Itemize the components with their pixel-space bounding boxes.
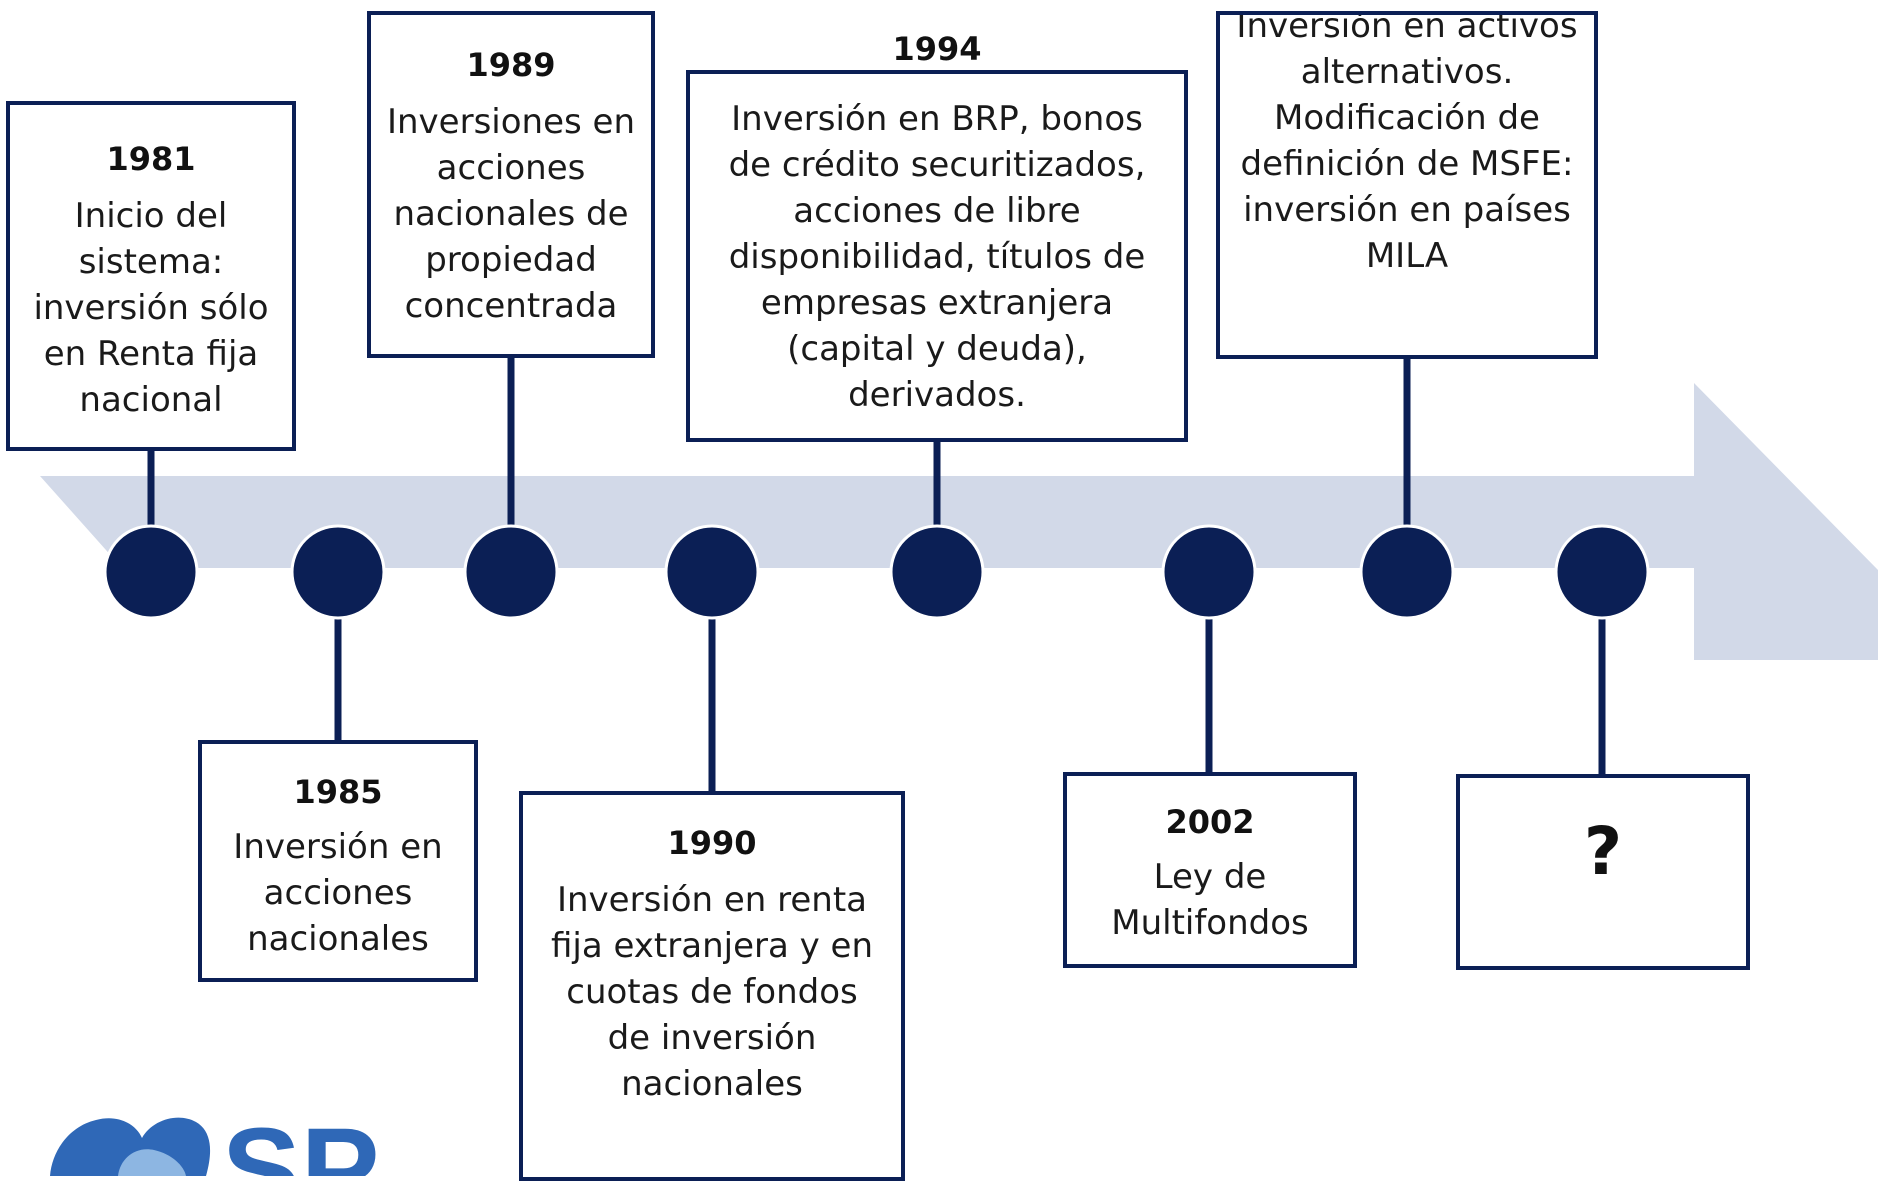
timeline-node-6 xyxy=(1161,524,1257,620)
event-year: 1981 xyxy=(106,140,196,178)
timeline-node-7 xyxy=(1359,524,1455,620)
event-box-1990: 1990 Inversión en renta fija extranjera … xyxy=(519,791,905,1181)
timeline-node-1 xyxy=(103,524,199,620)
event-box-1981: 1981 Inicio del sistema: inversión sólo … xyxy=(6,101,296,451)
timeline-node-8 xyxy=(1554,524,1650,620)
event-year: 1985 xyxy=(293,773,383,811)
logo: SP xyxy=(50,1104,379,1176)
timeline-arrow xyxy=(40,383,1878,660)
event-description: Inicio del sistema: inversión sólo en Re… xyxy=(33,196,269,420)
event-description: Inversión en renta fija extranjera y en … xyxy=(550,880,874,1104)
timeline-nodes xyxy=(103,524,1650,620)
event-year-1994: 1994 xyxy=(892,30,982,68)
logo-hand-icon xyxy=(118,1149,186,1176)
event-year: 1990 xyxy=(667,824,757,862)
event-box-1994: Inversión en BRP, bonos de crédito secur… xyxy=(686,70,1188,442)
event-year: 1989 xyxy=(466,46,556,84)
question-mark: ? xyxy=(1583,813,1623,890)
timeline-node-3 xyxy=(463,524,559,620)
event-description: Inversión en acciones nacionales xyxy=(233,827,443,959)
event-description: Inversiones en acciones nacionales de pr… xyxy=(386,102,635,326)
event-box-1989: 1989 Inversiones en acciones nacionales … xyxy=(367,11,655,358)
timeline-node-2 xyxy=(290,524,386,620)
logo-text: SP xyxy=(222,1104,379,1176)
event-description: Inversión en activos alternativos. Modif… xyxy=(1236,11,1578,276)
event-description: Inversión en BRP, bonos de crédito secur… xyxy=(728,99,1146,415)
event-box-alternativos: Inversión en activos alternativos. Modif… xyxy=(1216,11,1598,359)
event-box-1985: 1985 Inversión en acciones nacionales xyxy=(198,740,478,982)
event-box-future: ? xyxy=(1456,774,1750,970)
event-description: Ley de Multifondos xyxy=(1111,857,1309,943)
event-box-2002: 2002 Ley de Multifondos xyxy=(1063,772,1357,968)
event-year: 2002 xyxy=(1165,803,1255,841)
timeline-node-4 xyxy=(664,524,760,620)
timeline-node-5 xyxy=(889,524,985,620)
